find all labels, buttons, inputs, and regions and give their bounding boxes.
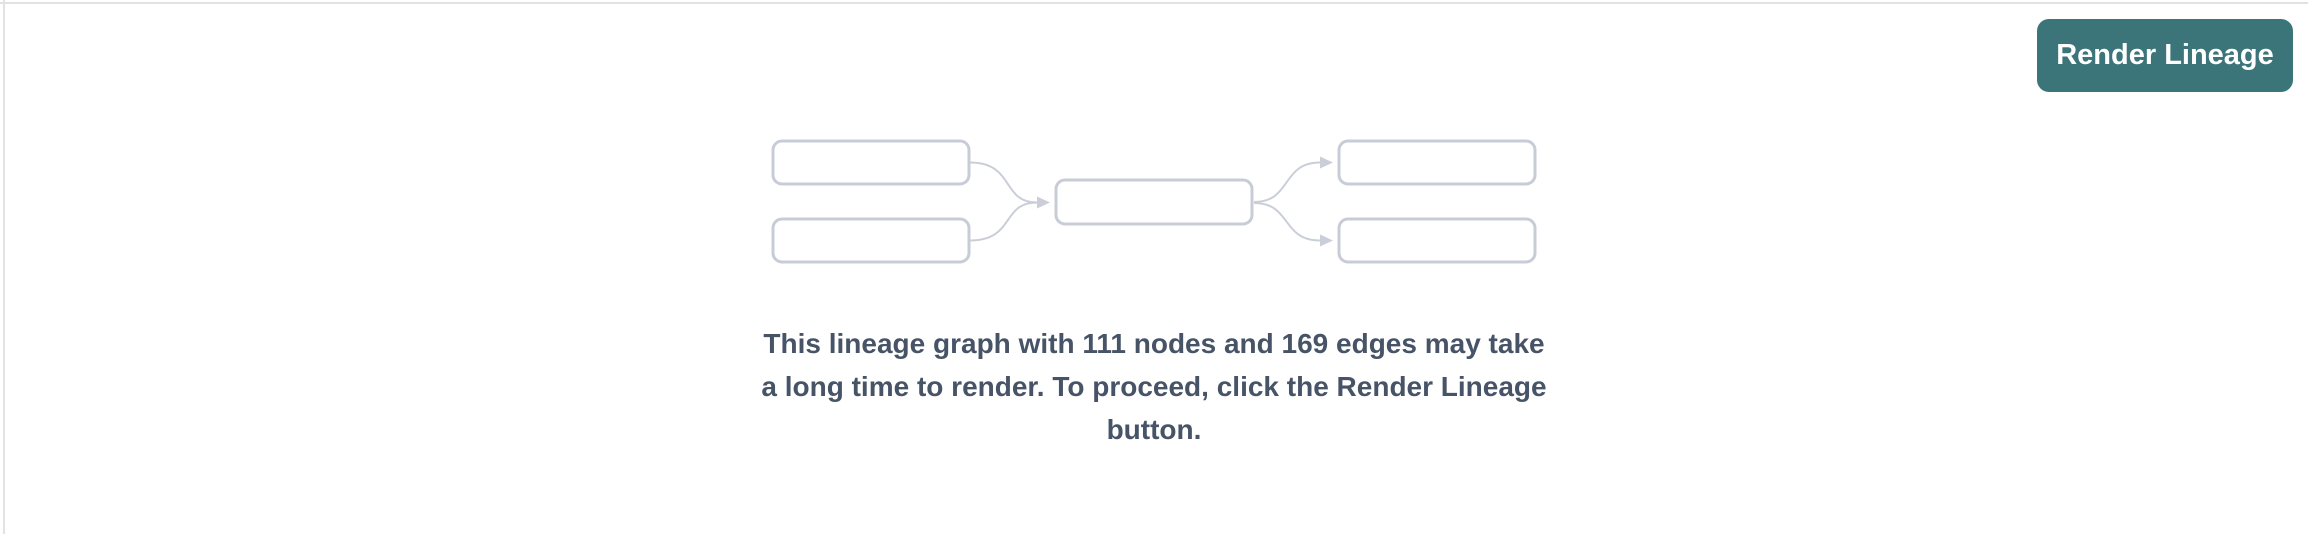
message-line-1: This lineage graph with 111 nodes and 16… [763,328,1545,359]
render-lineage-button[interactable]: Render Lineage [2037,19,2293,92]
placeholder-node [771,139,971,186]
arrowhead-icon [1037,196,1050,209]
placeholder-edge [1253,202,1321,242]
lineage-placeholder: This lineage graph with 111 nodes and 16… [761,139,1547,451]
placeholder-edge [1253,161,1321,203]
render-warning-message: This lineage graph with 111 nodes and 16… [604,322,1704,451]
render-lineage-button-label: Render Lineage [2056,39,2274,71]
arrowhead-icon [1320,156,1333,169]
placeholder-node [1054,178,1254,226]
placeholder-node [1337,217,1537,264]
placeholder-node [771,217,971,264]
message-line-3: button. [1106,414,1202,445]
pane-left-border [3,0,5,534]
placeholder-node [1337,139,1537,186]
lineage-placeholder-illustration [771,139,1537,264]
message-line-2: a long time to render. To proceed, click… [761,371,1547,402]
arrowhead-icon [1320,234,1333,247]
placeholder-edge [969,201,1038,242]
placeholder-edge [969,161,1038,204]
pane-top-border [0,2,2308,4]
